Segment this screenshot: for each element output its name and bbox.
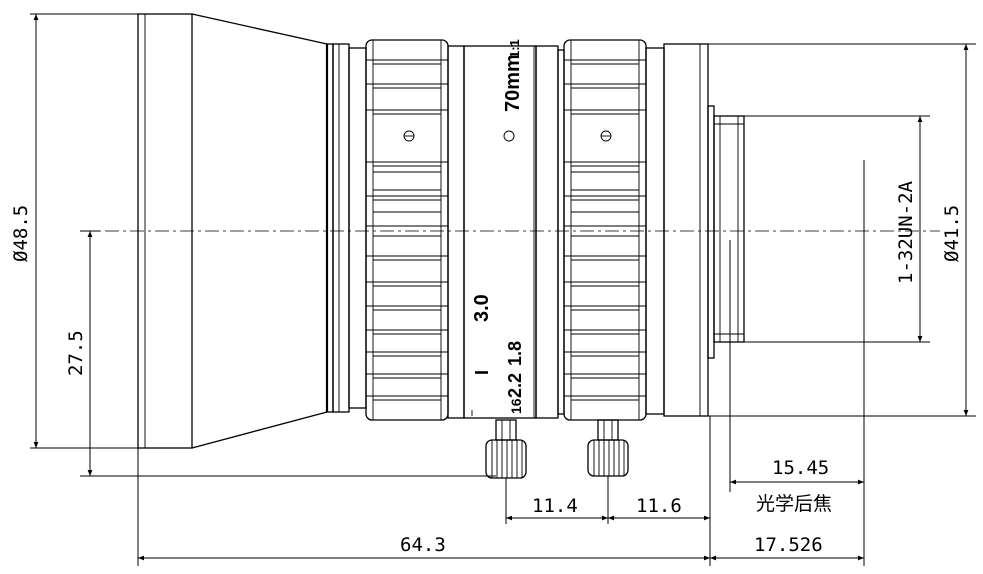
dim-flange-length: 17.526 bbox=[710, 534, 864, 561]
dim-flange-length-label: 17.526 bbox=[754, 534, 823, 556]
dim-ring-spacing-1-label: 11.4 bbox=[532, 495, 578, 517]
dim-ring-spacing: 11.4 11.6 bbox=[505, 416, 711, 566]
dim-back-focus: 15.45 光学后焦 bbox=[729, 160, 865, 566]
dim-ring-spacing-2-label: 11.6 bbox=[636, 495, 682, 517]
iris-lock-knob bbox=[587, 419, 629, 477]
focus-ring bbox=[365, 39, 449, 421]
lens-markings: 70mm 1:1 3.0 I 1.8 2.2 16 bbox=[471, 39, 525, 414]
f-stop-2-2: 2.2 bbox=[505, 373, 525, 398]
dim-height-to-axis: 27.5 bbox=[65, 230, 496, 477]
iris-ring bbox=[563, 39, 647, 421]
dim-outer-diameter: Ø48.5 bbox=[10, 13, 138, 449]
dim-height-to-axis-label: 27.5 bbox=[65, 330, 87, 376]
f-stop-3-0: 3.0 bbox=[471, 294, 493, 322]
dim-back-focus-caption: 光学后焦 bbox=[756, 493, 832, 515]
dim-total-length-label: 64.3 bbox=[400, 534, 446, 556]
f-stop-1-8: 1.8 bbox=[505, 341, 525, 366]
dim-total-length: 64.3 bbox=[137, 448, 710, 566]
focus-lock-knob bbox=[485, 419, 527, 479]
dim-back-focus-label: 15.45 bbox=[772, 457, 829, 479]
dim-outer-diameter-label: Ø48.5 bbox=[10, 205, 32, 262]
f-stop-16: 16 bbox=[508, 398, 524, 414]
f-stop-tick: I bbox=[472, 370, 492, 375]
dim-thread: 1-32UN-2A bbox=[744, 115, 930, 343]
dim-mount-diameter: Ø41.5 bbox=[708, 43, 976, 417]
aperture-max-marking: 1:1 bbox=[507, 39, 522, 58]
dim-mount-diameter-label: Ø41.5 bbox=[941, 205, 963, 262]
dim-thread-label: 1-32UN-2A bbox=[895, 180, 917, 284]
lens-rear-body bbox=[645, 43, 745, 417]
index-dot-icon bbox=[503, 130, 515, 142]
focal-length-marking: 70mm bbox=[502, 54, 524, 112]
